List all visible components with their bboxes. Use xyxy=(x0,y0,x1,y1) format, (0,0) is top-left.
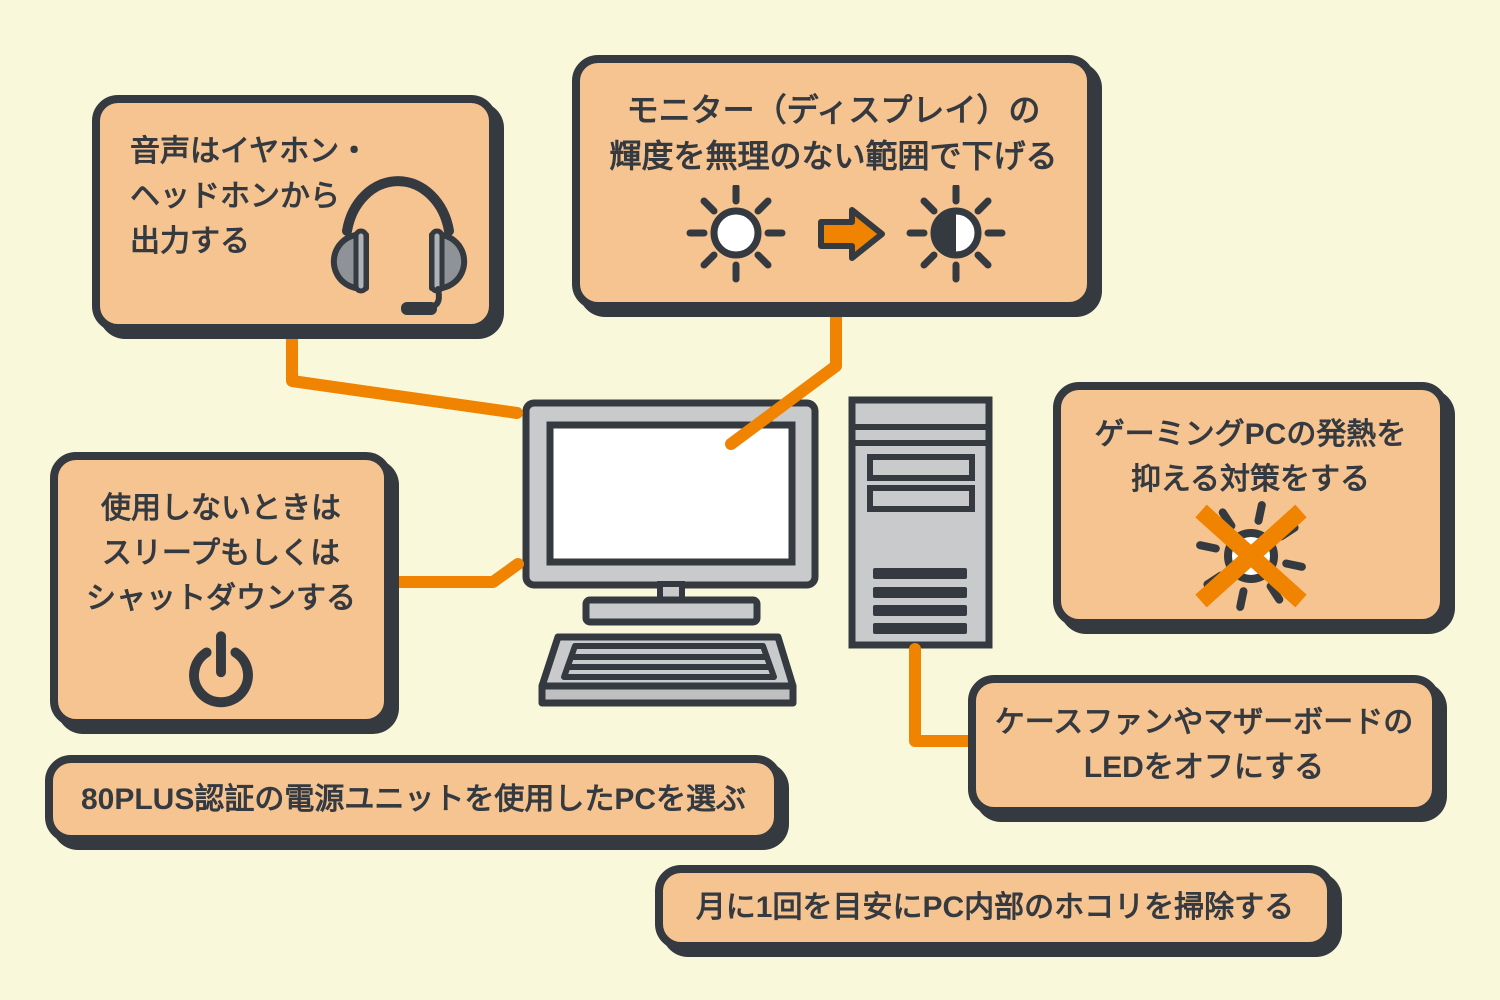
callout-text-line: 輝度を無理のない範囲で下げる xyxy=(609,138,1058,174)
sun-dimmed-icon xyxy=(906,185,1005,283)
keyboard-icon xyxy=(538,633,797,707)
monitor-stand-base xyxy=(582,596,761,626)
connector-sleep-to-monitor xyxy=(386,558,524,588)
callout-audio-output: 音声はイヤホン・ ヘッドホンから 出力する xyxy=(92,95,497,332)
connector-tower-to-led xyxy=(909,643,978,747)
tower-vent xyxy=(873,605,967,616)
callout-psu-80plus: 80PLUS認証の電源ユニットを使用したPCを選ぶ xyxy=(45,755,782,843)
tower-vent xyxy=(873,623,967,634)
callout-text-line: 80PLUS認証の電源ユニットを使用したPCを選ぶ xyxy=(80,782,747,816)
power-icon xyxy=(189,631,253,708)
callout-dust-cleaning: 月に1回を目安にPC内部のホコリを掃除する xyxy=(655,865,1335,950)
headset-earcup-left-bar xyxy=(353,228,369,294)
callout-text-line: モニター（ディスプレイ）の xyxy=(626,92,1041,128)
connector-audio-to-monitor xyxy=(286,320,523,419)
no-heat-icon xyxy=(1194,501,1307,611)
tower-vent xyxy=(873,568,967,579)
sun-disc-bright xyxy=(710,207,761,259)
callout-text-line: ケースファンやマザーボードの xyxy=(994,706,1414,739)
callout-sleep-shutdown: 使用しないときは スリープもしくは シャットダウンする xyxy=(50,452,392,727)
brightness-lower-icon xyxy=(686,185,1005,283)
callout-text-line: 音声はイヤホン・ xyxy=(130,135,370,168)
pc-tower-icon xyxy=(848,396,993,649)
callout-text-line: 出力する xyxy=(130,225,250,258)
arrow-right-icon xyxy=(817,207,885,261)
headset-icon xyxy=(319,165,479,325)
sun-dimmed-half xyxy=(933,211,956,255)
callout-led-off: ケースファンやマザーボードの LEDをオフにする xyxy=(968,675,1440,815)
headset-earcup-right-bar xyxy=(429,228,445,294)
callout-text-line: シャットダウンする xyxy=(86,582,356,615)
callout-text-line: 使用しないときは xyxy=(101,492,341,525)
callout-text-line: 月に1回を目安にPC内部のホコリを掃除する xyxy=(695,891,1295,924)
monitor-icon xyxy=(522,399,819,626)
tower-drive-bay xyxy=(867,485,975,512)
callout-text-line: ヘッドホンから xyxy=(130,180,340,213)
headset-band xyxy=(342,176,454,236)
power-circle xyxy=(189,647,253,708)
callout-brightness: モニター（ディスプレイ）の 輝度を無理のない範囲で下げる xyxy=(572,55,1095,310)
headset-mic xyxy=(401,302,437,315)
callout-text-line: ゲーミングPCの発熱を xyxy=(1094,418,1407,451)
callout-text-line: LEDをオフにする xyxy=(1083,751,1325,784)
sun-bright-icon xyxy=(686,185,785,283)
tower-vent xyxy=(873,587,967,598)
callout-text-line: スリープもしくは xyxy=(101,537,341,570)
connector-brightness-to-monitor xyxy=(725,302,842,450)
callout-text-line: 抑える対策をする xyxy=(1130,463,1371,496)
callout-heat-control: ゲーミングPCの発熱を 抑える対策をする xyxy=(1053,382,1448,627)
tower-drive-bay xyxy=(867,454,975,481)
monitor-screen xyxy=(546,421,796,566)
cross-out-x xyxy=(1194,504,1307,608)
